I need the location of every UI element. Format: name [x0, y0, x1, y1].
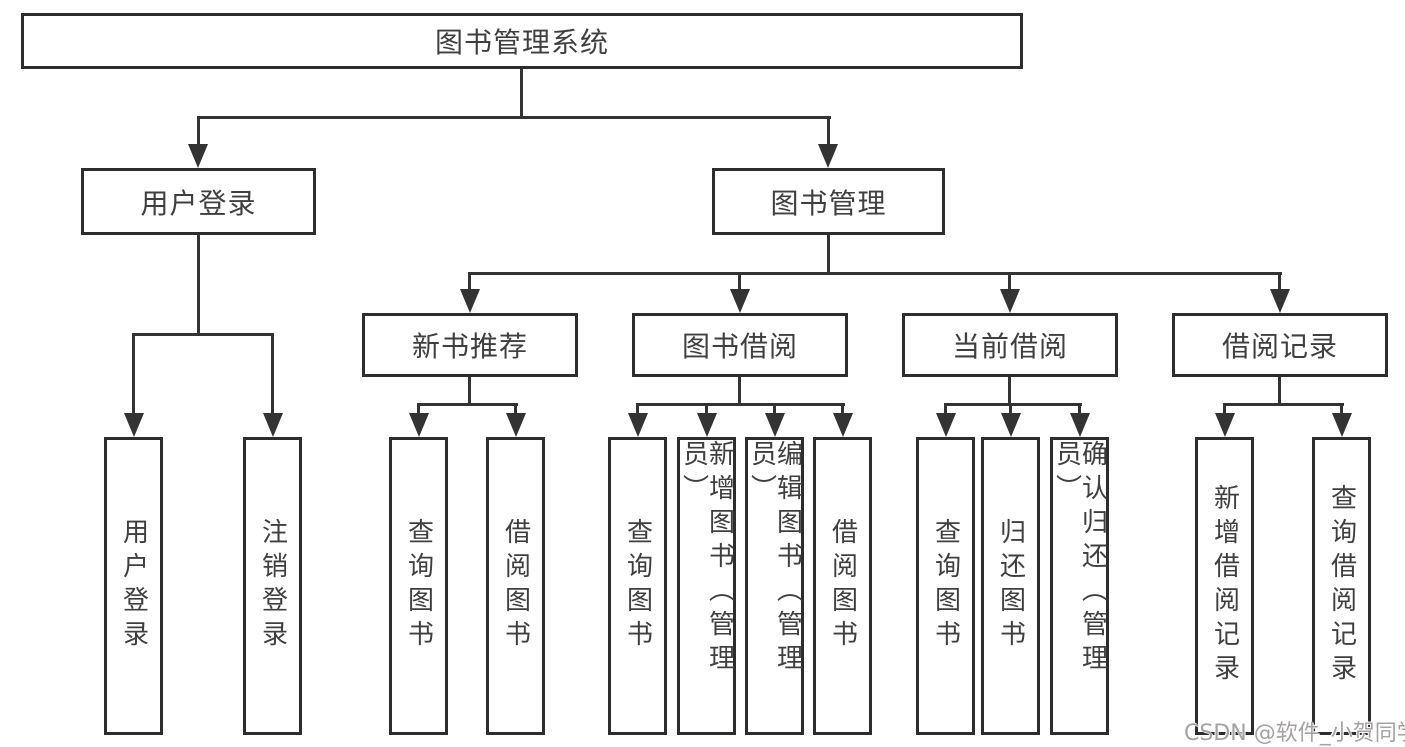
arrow-down-icon	[765, 413, 785, 437]
connector-line	[1278, 272, 1281, 295]
leaf-add-borrow-record: 新增借阅记录	[1195, 437, 1254, 735]
connector-line	[1008, 272, 1011, 295]
arrow-down-icon	[1332, 413, 1352, 437]
arrow-down-icon	[124, 413, 144, 437]
connector-line	[197, 116, 200, 150]
leaf-borrow-books-recommend: 借阅图书	[486, 437, 545, 735]
arrow-down-icon	[1270, 289, 1290, 313]
arrow-down-icon	[818, 144, 838, 168]
watermark-text: CSDN @软件_小贺同学	[1184, 721, 1405, 746]
connector-line	[132, 333, 135, 417]
arrow-down-icon	[697, 413, 717, 437]
connector-line	[1008, 377, 1011, 406]
leaf-query-books-recommend: 查询图书	[389, 437, 448, 735]
node-borrow-records: 借阅记录	[1172, 313, 1388, 377]
arrow-down-icon	[263, 413, 283, 437]
connector-line	[1223, 403, 1344, 406]
node-library-system: 图书管理系统	[21, 13, 1023, 69]
node-book-borrow: 图书借阅	[632, 313, 848, 377]
arrow-down-icon	[506, 413, 526, 437]
arrow-down-icon	[936, 413, 956, 437]
connector-line	[468, 377, 471, 406]
connector-line	[827, 116, 830, 150]
connector-line	[417, 403, 518, 406]
connector-line	[705, 403, 708, 419]
arrow-down-icon	[1215, 413, 1235, 437]
leaf-query-books-current: 查询图书	[916, 437, 975, 735]
connector-line	[636, 403, 845, 406]
leaf-query-books-borrow: 查询图书	[608, 437, 667, 735]
connector-line	[738, 377, 741, 406]
connector-line	[944, 403, 1082, 406]
arrow-down-icon	[730, 289, 750, 313]
connector-line	[520, 69, 523, 119]
arrow-down-icon	[1000, 289, 1020, 313]
connector-line	[944, 403, 947, 419]
leaf-confirm-return-admin: 确认归还（管理员）	[1050, 437, 1109, 735]
leaf-logout: 注销登录	[243, 437, 302, 735]
node-user-login-branch: 用户登录	[81, 168, 316, 235]
arrow-down-icon	[628, 413, 648, 437]
connector-line	[827, 235, 830, 275]
node-new-book-recommend: 新书推荐	[362, 313, 578, 377]
connector-line	[1340, 403, 1343, 419]
node-current-borrow: 当前借阅	[902, 313, 1118, 377]
arrow-down-icon	[1070, 413, 1090, 437]
node-book-management: 图书管理	[712, 168, 945, 235]
arrow-down-icon	[460, 289, 480, 313]
connector-line	[738, 272, 741, 295]
connector-line	[197, 116, 831, 119]
leaf-add-book-admin: 新增图书（管理员）	[677, 437, 736, 735]
connector-line	[468, 272, 471, 295]
arrow-down-icon	[409, 413, 429, 437]
leaf-query-borrow-record: 查询借阅记录	[1312, 437, 1371, 735]
arrow-down-icon	[1001, 413, 1021, 437]
connector-line	[773, 403, 776, 419]
connector-line	[197, 235, 200, 336]
leaf-edit-book-admin: 编辑图书（管理员）	[745, 437, 804, 735]
arrow-down-icon	[833, 413, 853, 437]
leaf-borrow-books-borrow: 借阅图书	[813, 437, 872, 735]
connector-line	[271, 333, 274, 417]
connector-line	[841, 403, 844, 419]
connector-line	[132, 333, 274, 336]
connector-line	[636, 403, 639, 419]
connector-line	[417, 403, 420, 419]
connector-line	[514, 403, 517, 419]
leaf-return-book: 归还图书	[981, 437, 1040, 735]
connector-line	[468, 272, 1282, 275]
connector-line	[1078, 403, 1081, 419]
arrow-down-icon	[188, 144, 208, 168]
connector-line	[1009, 403, 1012, 419]
leaf-user-login: 用户登录	[104, 437, 163, 735]
connector-line	[1223, 403, 1226, 419]
connector-line	[1278, 377, 1281, 406]
